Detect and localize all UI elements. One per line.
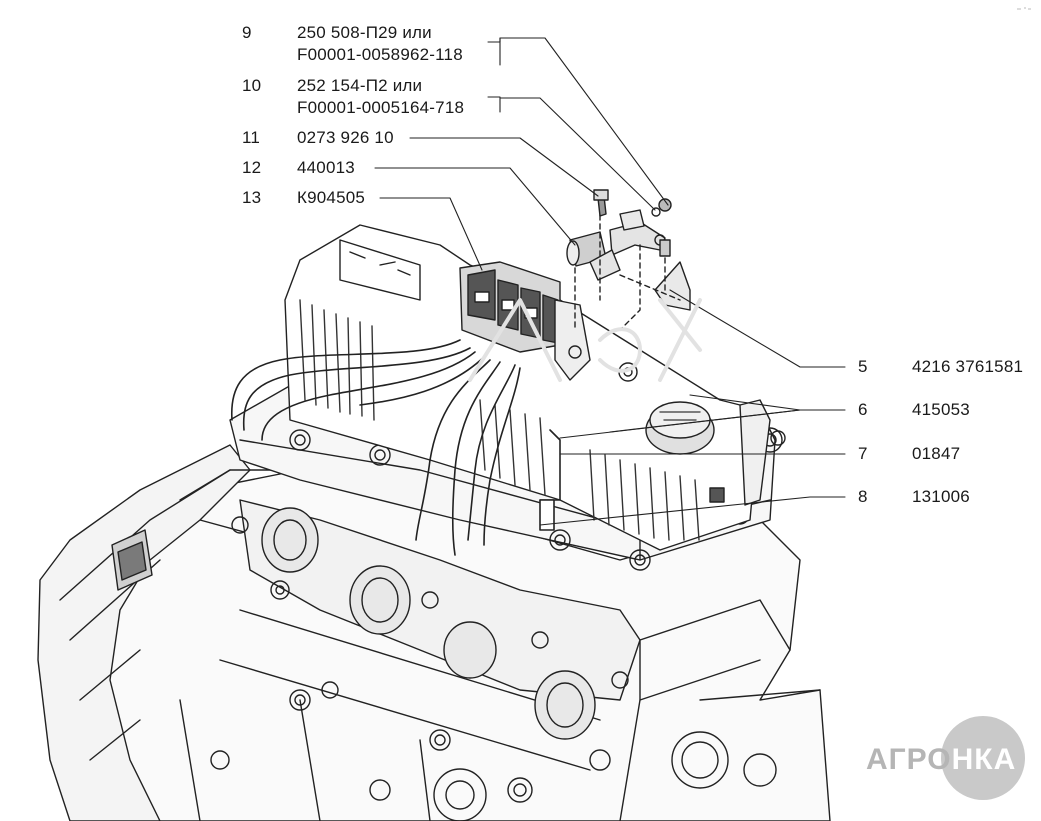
agronka-logo: АГРОНКА (866, 716, 1026, 802)
callout-11-number: 11 (242, 128, 261, 147)
callout-5-code: 4216 3761581 (912, 357, 1024, 376)
callout-13-number: 13 (242, 188, 262, 207)
callout-10-code-line2: F00001-0005164-718 (297, 98, 465, 117)
callout-6-number: 6 (858, 400, 868, 419)
intake-housing (37, 444, 291, 821)
callout-10-number: 10 (242, 76, 262, 95)
callout-13-code: К904505 (297, 188, 366, 207)
callout-5-number: 5 (858, 357, 868, 376)
leader-lines (374, 37, 846, 526)
callout-11-code: 0273 926 10 (297, 128, 394, 147)
callout-12-number: 12 (242, 158, 262, 177)
mounting-hardware (566, 189, 691, 331)
callout-12-code: 440013 (297, 158, 355, 177)
callout-6-code: 415053 (912, 400, 970, 419)
logo-text-left: АГРО (866, 743, 952, 776)
callout-8-number: 8 (858, 487, 868, 506)
callout-9-number: 9 (242, 23, 252, 42)
exhaust-manifold (231, 499, 641, 740)
callout-10-code-line1: 252 154-П2 или (297, 76, 423, 95)
callout-7-code: 01847 (912, 444, 961, 463)
callout-8-code: 131006 (912, 487, 970, 506)
logo-text: АГРОНКА (866, 743, 1016, 777)
callout-9-code-line1: 250 508-П29 или (297, 23, 432, 42)
callout-7-number: 7 (858, 444, 868, 463)
callout-9-code-line2: F00001-0058962-118 (297, 45, 463, 64)
corner-mark (1017, 7, 1031, 10)
watermark (468, 298, 702, 382)
logo-circle (941, 716, 1025, 800)
logo-text-inner: НКА (951, 743, 1017, 776)
valve-cover (284, 224, 786, 551)
